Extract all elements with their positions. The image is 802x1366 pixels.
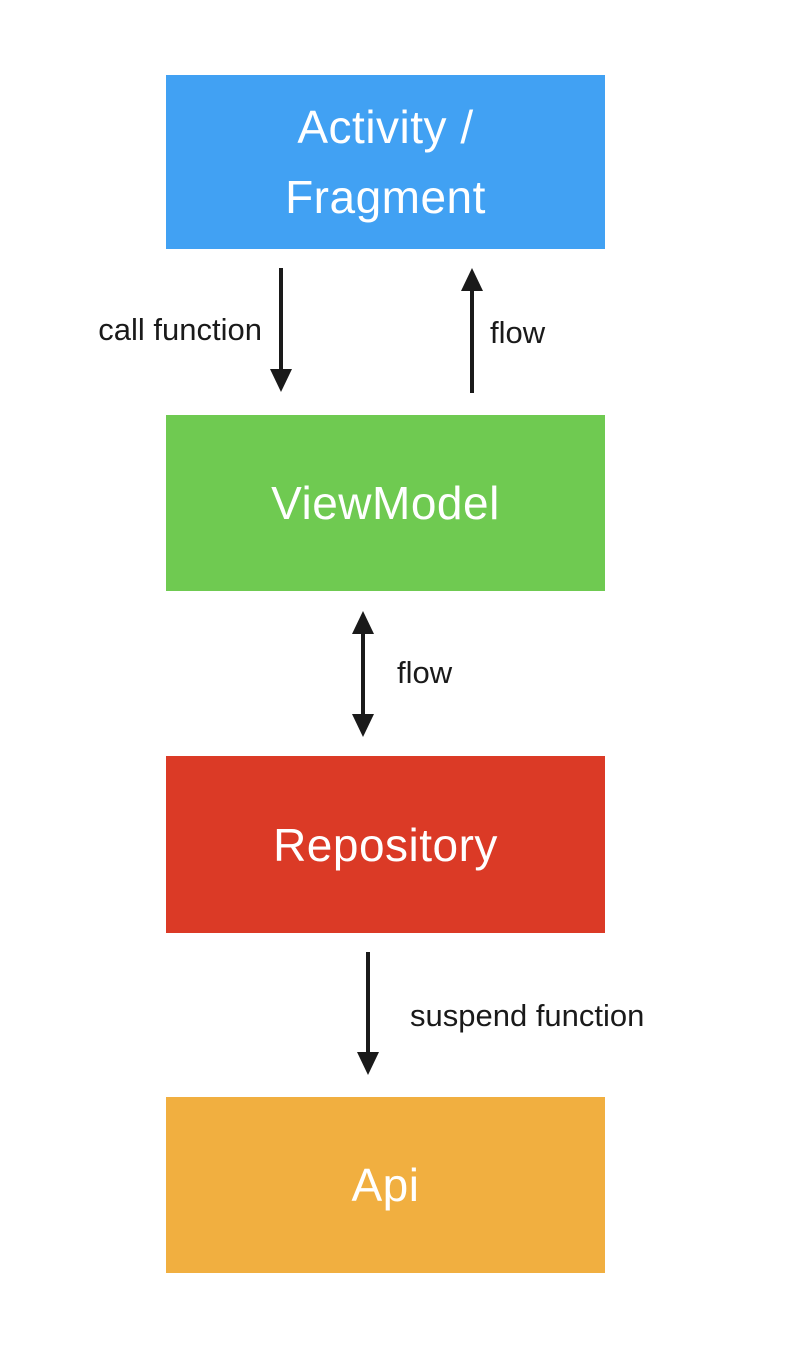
arrow-line bbox=[470, 288, 474, 393]
arrow-head-up-icon bbox=[352, 611, 374, 634]
node-api: Api bbox=[166, 1097, 605, 1273]
edge-label-suspend-function: suspend function bbox=[410, 998, 645, 1033]
arrow-up-flow bbox=[461, 268, 483, 393]
arrow-down-suspend-function bbox=[357, 952, 379, 1075]
edge-label-flow-middle: flow bbox=[397, 655, 453, 690]
arrow-head-down-icon bbox=[270, 369, 292, 392]
arrow-down-call-function bbox=[270, 268, 292, 392]
edge-label-flow-up: flow bbox=[490, 315, 546, 350]
arrow-double-flow bbox=[352, 611, 374, 737]
arrow-head-up-icon bbox=[461, 268, 483, 291]
node-activity-fragment-label-line2: Fragment bbox=[285, 171, 486, 223]
node-repository: Repository bbox=[166, 756, 605, 933]
edge-label-call-function: call function bbox=[98, 312, 262, 347]
node-activity-fragment-label-line1: Activity / bbox=[297, 101, 474, 153]
node-viewmodel: ViewModel bbox=[166, 415, 605, 591]
arrow-head-down-icon bbox=[357, 1052, 379, 1075]
arrow-line bbox=[279, 268, 283, 372]
node-viewmodel-label: ViewModel bbox=[271, 477, 500, 529]
arrow-line bbox=[361, 631, 365, 717]
node-repository-label: Repository bbox=[273, 818, 498, 871]
node-api-label: Api bbox=[351, 1159, 420, 1211]
node-activity-fragment: Activity / Fragment bbox=[166, 75, 605, 249]
arrow-line bbox=[366, 952, 370, 1055]
arrow-head-down-icon bbox=[352, 714, 374, 737]
